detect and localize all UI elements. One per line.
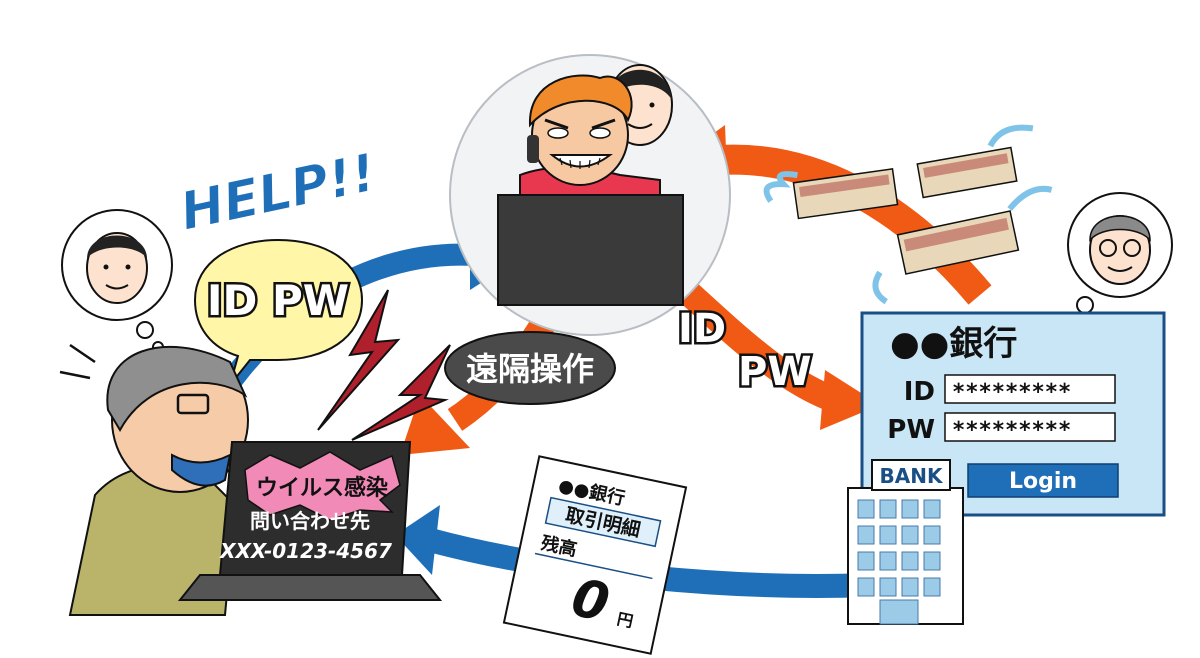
bank-pw-value: ********* (952, 418, 1071, 443)
bank-id-label: ID (904, 377, 935, 407)
bank-pw-label: PW (887, 415, 935, 445)
victim-figure (59, 343, 249, 616)
son-face (86, 232, 148, 304)
remote-control-bubble: 遠隔操作 (444, 331, 616, 405)
bank-name: ●●銀行 (890, 324, 1017, 364)
login-button[interactable] (967, 463, 1119, 498)
virus-warning-text: ウイルス感染 (256, 475, 388, 501)
victim-laptop: ウイルス感染 問い合わせ先 XXX-0123-4567 (177, 441, 443, 601)
login-button-label: Login (1009, 469, 1077, 494)
flow-pw-text: PW (738, 349, 811, 395)
phone-icon (527, 135, 539, 163)
credentials-bubble-text: ID PW (207, 276, 349, 325)
contact-label-text: 問い合わせ先 (250, 509, 370, 533)
bank-building-icon: BANK (847, 459, 964, 625)
contact-number-text: XXX-0123-4567 (218, 539, 392, 563)
bank-pw-field[interactable] (944, 412, 1116, 442)
bank-building-label: BANK (880, 464, 944, 488)
victim-thought-bubble (61, 209, 173, 353)
banker-face (1089, 215, 1151, 285)
flying-money-icon (763, 124, 1053, 305)
statement-currency: 円 (615, 609, 635, 631)
credentials-speech-bubble: ID PW (193, 238, 364, 386)
bank-id-field[interactable] (944, 374, 1116, 404)
hacker-figure (519, 74, 661, 201)
hacker-scene (449, 54, 731, 336)
flow-id-text: ID (678, 306, 726, 352)
credential-use-arrow (671, 275, 880, 430)
remote-control-label: 遠隔操作 (466, 350, 594, 388)
lightning-bolt-icon (317, 289, 451, 441)
help-text: HELP!! (175, 143, 381, 243)
bank-statement-slip: ●●銀行 取引明細 残高 0 円 (502, 455, 688, 655)
bank-id-value: ********* (952, 380, 1071, 405)
hacker-laptop (497, 194, 684, 306)
